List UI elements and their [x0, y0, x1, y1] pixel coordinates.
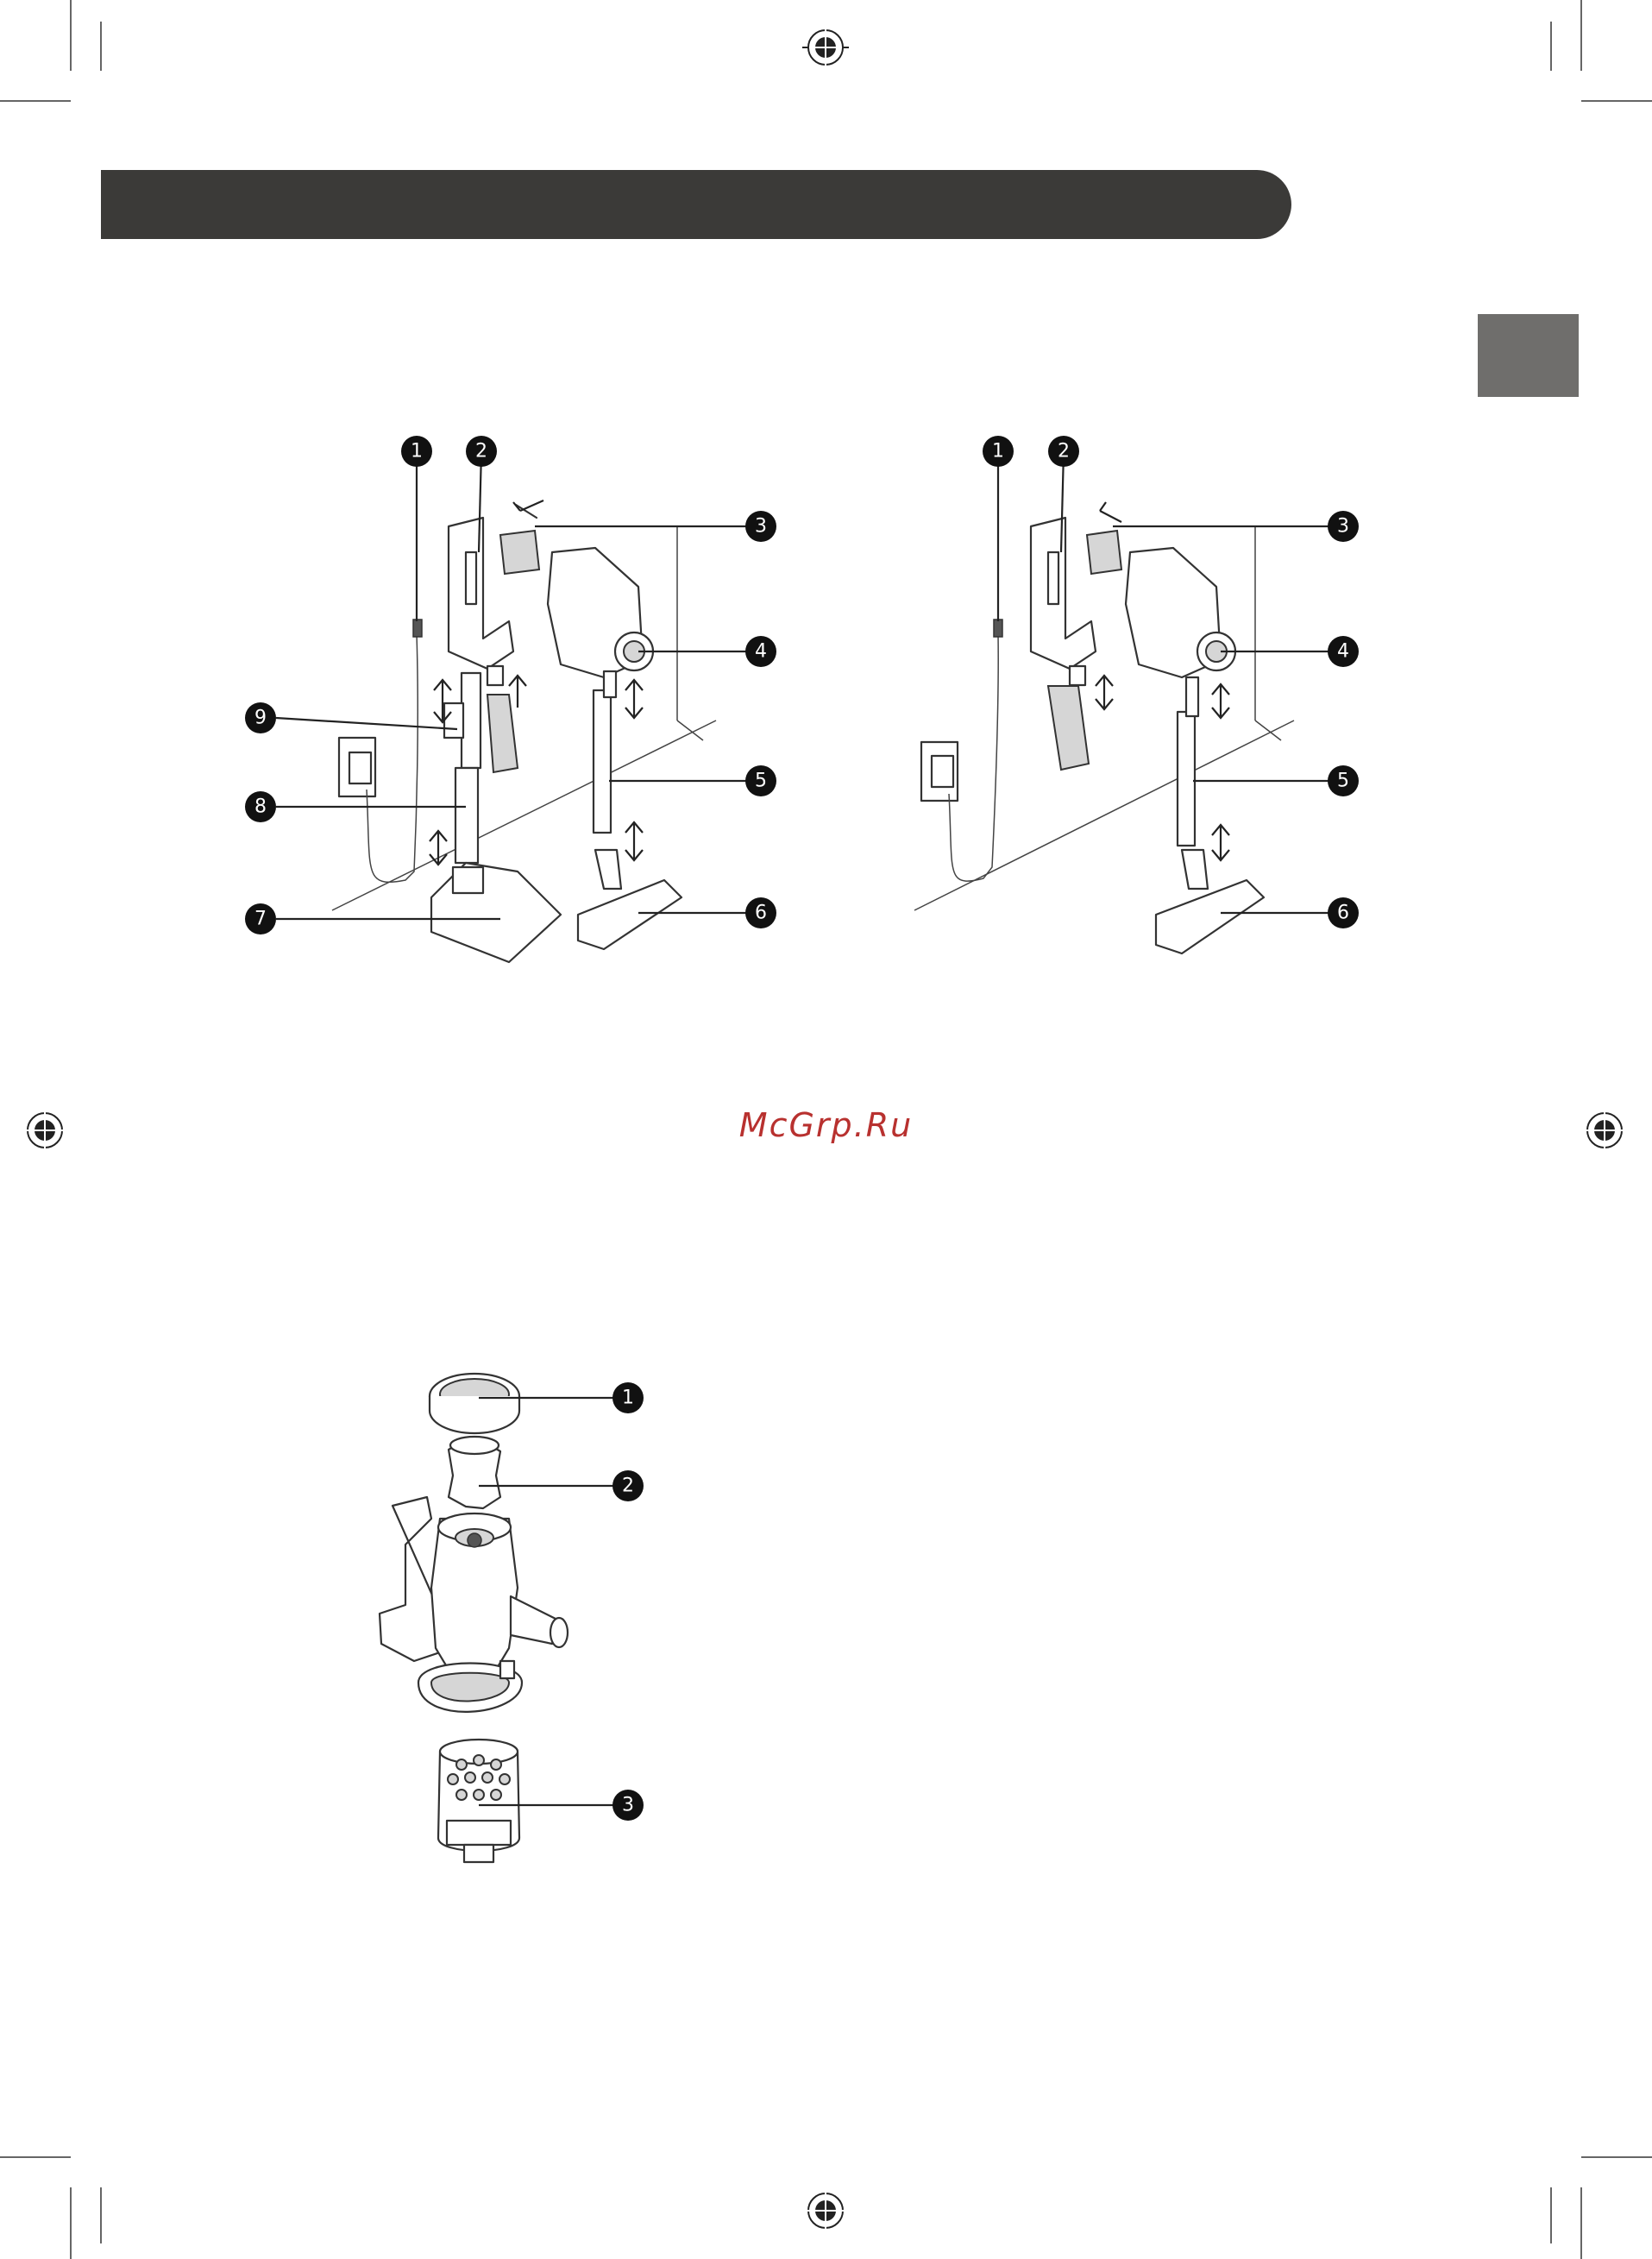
stand-pole — [455, 768, 478, 863]
callout-badge: 1 — [401, 436, 432, 467]
stand-base — [431, 863, 561, 962]
svg-text:6: 6 — [1337, 903, 1349, 924]
callout-badge: 9 — [245, 702, 276, 733]
svg-text:2: 2 — [622, 1476, 634, 1497]
svg-text:1: 1 — [992, 441, 1004, 462]
callout-badge: 1 — [612, 1382, 644, 1413]
svg-text:5: 5 — [1337, 771, 1349, 792]
callout-badge: 3 — [1328, 511, 1359, 542]
svg-text:2: 2 — [475, 441, 487, 462]
callout-badge: 3 — [745, 511, 776, 542]
callout-badge: 7 — [245, 903, 276, 934]
figure-top-right: 1 2 3 4 5 6 — [914, 436, 1359, 953]
svg-text:9: 9 — [254, 708, 267, 729]
wall-mount — [1031, 518, 1096, 669]
registration-mark-left — [22, 1107, 68, 1154]
callout-badge: 5 — [1328, 765, 1359, 796]
pole-holder — [462, 673, 481, 768]
floor-nozzle — [1156, 880, 1264, 953]
callout-badge: 6 — [1328, 897, 1359, 928]
svg-text:3: 3 — [1337, 516, 1349, 538]
svg-text:6: 6 — [755, 903, 767, 924]
svg-text:3: 3 — [755, 516, 767, 538]
extension-tube — [594, 690, 611, 833]
callout-badge: 6 — [745, 897, 776, 928]
callout-badge: 2 — [466, 436, 497, 467]
svg-text:7: 7 — [254, 909, 267, 930]
registration-mark-top — [802, 24, 849, 71]
figure-bottom: 1 2 3 — [380, 1374, 644, 1862]
callout-badge: 5 — [745, 765, 776, 796]
svg-text:4: 4 — [755, 641, 767, 663]
callout-badge: 8 — [245, 791, 276, 822]
callout-badge: 3 — [612, 1790, 644, 1821]
extension-tube — [1178, 712, 1195, 846]
callout-badge: 1 — [983, 436, 1014, 467]
handheld-unit — [1048, 686, 1089, 770]
figure-top-left: 1 2 3 4 5 6 7 8 9 — [245, 436, 776, 962]
svg-text:8: 8 — [254, 796, 267, 818]
callout-badge: 4 — [745, 636, 776, 667]
registration-mark-right — [1581, 1107, 1628, 1154]
registration-mark-bottom — [802, 2187, 849, 2234]
svg-text:5: 5 — [755, 771, 767, 792]
svg-text:2: 2 — [1058, 441, 1070, 462]
svg-text:1: 1 — [411, 441, 423, 462]
svg-text:4: 4 — [1337, 641, 1349, 663]
svg-text:3: 3 — [622, 1795, 634, 1816]
floor-nozzle — [578, 880, 682, 949]
svg-text:1: 1 — [622, 1387, 634, 1409]
callout-badge: 2 — [1048, 436, 1079, 467]
callout-badge: 2 — [612, 1470, 644, 1501]
callout-badge: 4 — [1328, 636, 1359, 667]
